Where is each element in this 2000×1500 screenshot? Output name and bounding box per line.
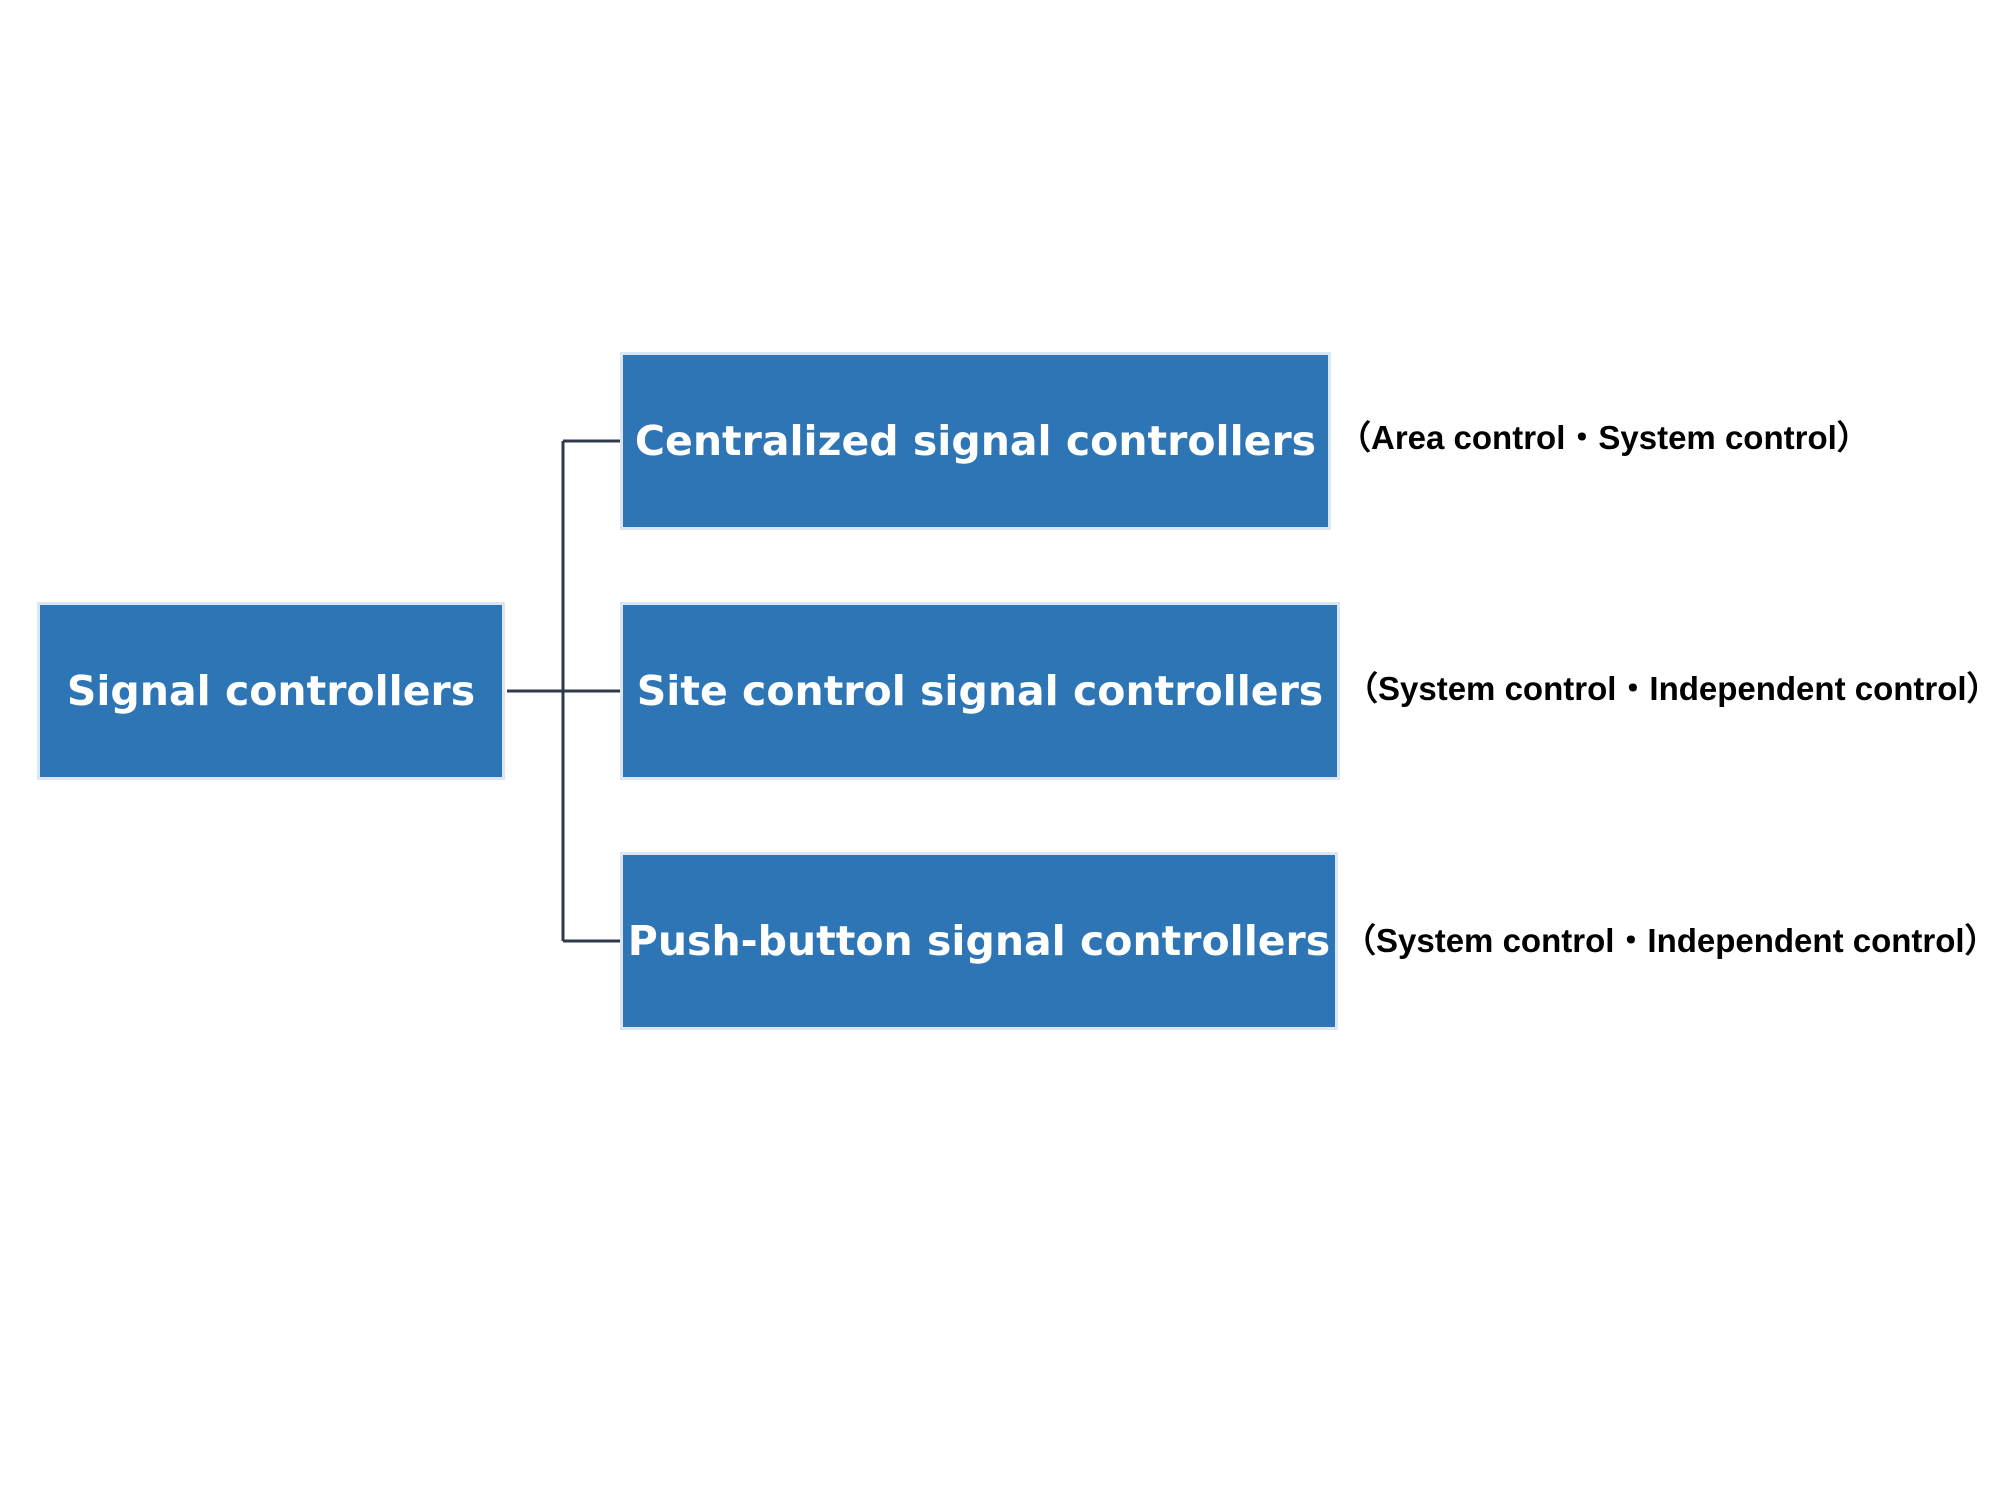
child-note: （Area control・System control） — [1338, 419, 1870, 456]
child-node-label: Site control signal controllers — [636, 667, 1324, 715]
child-node-label: Push-button signal controllers — [627, 917, 1331, 965]
child-node-centralized: Centralized signal controllers — [620, 352, 1331, 530]
root-node-signal-controllers: Signal controllers — [37, 602, 505, 780]
root-node-label: Signal controllers — [66, 667, 476, 715]
child-node-site-control: Site control signal controllers — [620, 602, 1340, 780]
child-note: （System control・Independent control） — [1343, 922, 1998, 959]
child-note: （System control・Independent control） — [1345, 670, 2000, 707]
child-node-push-button: Push-button signal controllers — [620, 852, 1338, 1030]
child-node-label: Centralized signal controllers — [634, 417, 1317, 465]
